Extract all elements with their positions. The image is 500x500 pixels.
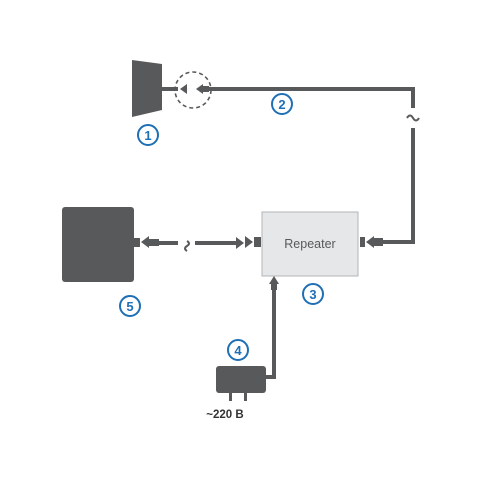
- cable-connector-icon: [360, 236, 383, 248]
- callout-2: 2: [271, 93, 293, 115]
- power-adapter-icon: [216, 366, 266, 393]
- plug-prong-left: [229, 393, 232, 401]
- callout-4-number: 4: [234, 343, 242, 358]
- cable-connector-icon: [245, 236, 261, 248]
- cable-connector-icon: [134, 236, 159, 248]
- cable-break-icon: [406, 114, 420, 122]
- indoor-antenna-icon: [62, 207, 134, 282]
- power-label: ~220 В: [206, 409, 243, 421]
- cable-connector-icon: [269, 276, 279, 290]
- repeater-box: [261, 211, 359, 277]
- outdoor-antenna-icon: [132, 60, 162, 117]
- callout-2-number: 2: [278, 97, 285, 112]
- callout-1-number: 1: [144, 128, 151, 143]
- cable-connector-icon: [236, 237, 244, 249]
- callout-5: 5: [119, 295, 141, 317]
- cable-break-icon: [184, 240, 190, 252]
- callout-1: 1: [137, 124, 159, 146]
- callout-5-number: 5: [126, 299, 133, 314]
- plug-prong-right: [244, 393, 247, 401]
- callout-4: 4: [227, 339, 249, 361]
- callout-3: 3: [302, 283, 324, 305]
- callout-3-number: 3: [309, 287, 316, 302]
- repeater-label: Repeater: [284, 237, 335, 251]
- cable-connector-icon: [180, 84, 209, 94]
